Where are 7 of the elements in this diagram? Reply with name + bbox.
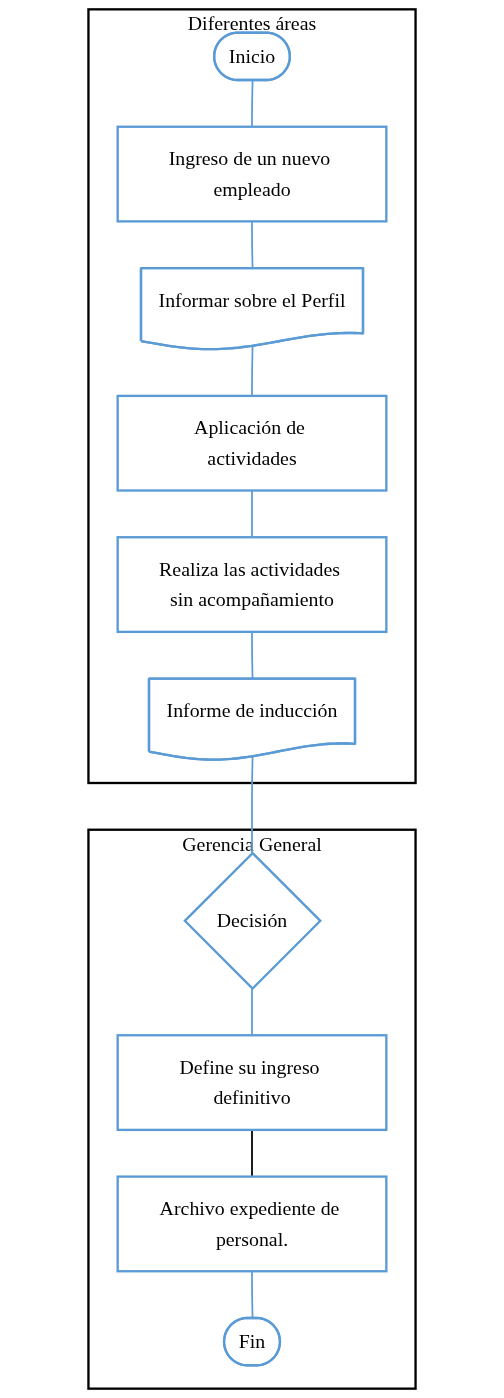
- node-box: Aplicación de actividades: [116, 394, 388, 492]
- node-box: Realiza las actividades sin acompañamiento: [116, 536, 388, 634]
- node-box: Define su ingreso definitivo: [116, 1034, 388, 1132]
- node-box: Ingreso de un nuevo empleado: [116, 125, 388, 223]
- node-box: Archivo expediente de personal.: [116, 1175, 388, 1273]
- node-diamond: Decisión: [183, 851, 322, 991]
- connector: [251, 756, 254, 854]
